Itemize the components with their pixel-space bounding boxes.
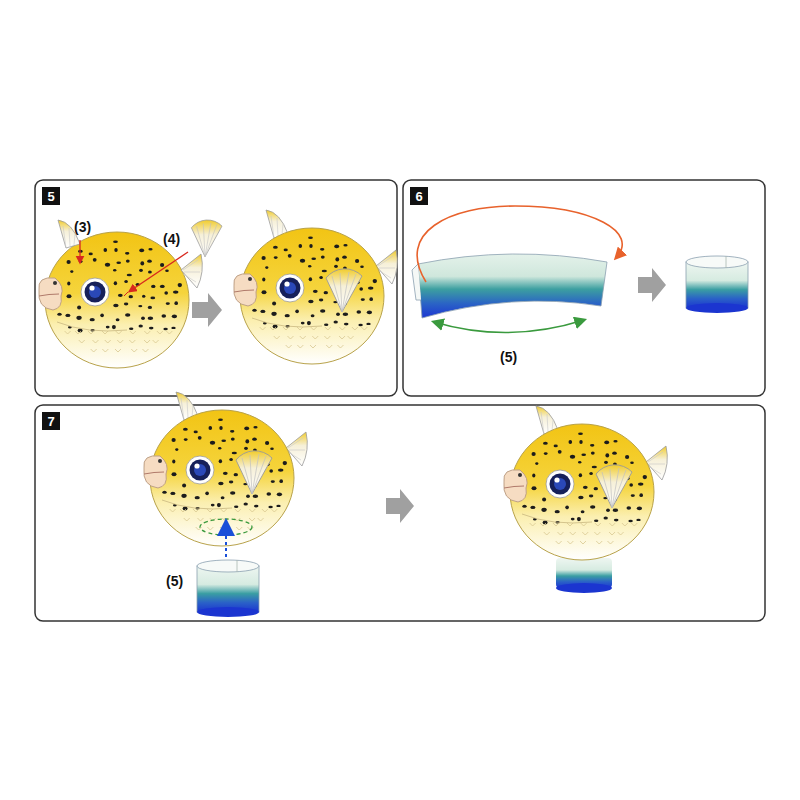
step-panel (35, 405, 765, 621)
stand-ring (556, 583, 612, 593)
pufferfish (234, 210, 398, 364)
stand-ring (197, 560, 259, 617)
step-arrow (638, 268, 666, 302)
step-number: 6 (415, 190, 422, 203)
leader-line (79, 240, 80, 262)
step-number: 5 (47, 190, 54, 203)
step-arrow (192, 293, 222, 327)
step-panel (403, 180, 765, 396)
callout-number: (5) (500, 350, 517, 365)
stand-ring (686, 256, 748, 313)
pectoral-fin-part (191, 220, 222, 257)
callout-number: (4) (163, 232, 180, 247)
step-number: 7 (47, 415, 54, 428)
stand-band (418, 254, 607, 318)
tail-fin (181, 254, 202, 288)
pufferfish (144, 392, 308, 546)
step-arrow (386, 489, 414, 523)
step-number-box: 6 (410, 187, 428, 205)
step-number-box: 5 (42, 187, 60, 205)
step-number-box: 7 (42, 412, 60, 430)
callout-number: (3) (74, 220, 91, 235)
callout-number: (5) (166, 574, 183, 589)
roll-arrow (417, 206, 622, 282)
step-panel (35, 180, 397, 396)
leader-line (130, 252, 188, 291)
insert-arrow (225, 524, 227, 557)
length-arrow (434, 320, 584, 333)
pufferfish (504, 406, 668, 560)
slot (124, 292, 128, 296)
pufferfish (39, 232, 189, 368)
